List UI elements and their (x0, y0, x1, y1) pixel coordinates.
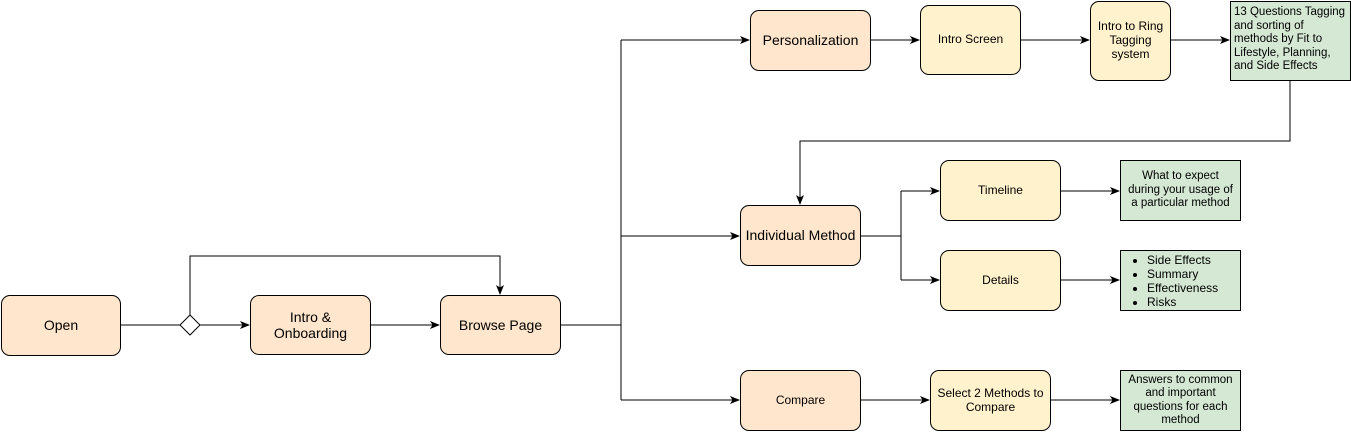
edge-individual-branch (860, 191, 902, 280)
details-list: Side Effects Summary Effectiveness Risks (1121, 253, 1218, 309)
timeline-note: What to expect during your usage of a pa… (1120, 160, 1241, 221)
edge-questions-to-individual (796, 80, 1291, 205)
intro-onboarding-label: Intro & Onboarding (273, 308, 348, 341)
list-item: Effectiveness (1147, 281, 1218, 295)
personalization-label: Personalization (762, 32, 859, 49)
intro-ring-node: Intro to Ring Tagging system (1090, 1, 1171, 81)
decision-diamond (179, 314, 201, 336)
intro-screen-node: Intro Screen (920, 5, 1021, 75)
details-list-note: Side Effects Summary Effectiveness Risks (1120, 250, 1241, 311)
details-label: Details (982, 272, 1019, 287)
open-node: Open (1, 295, 121, 356)
individual-method-node: Individual Method (740, 205, 861, 266)
open-label: Open (43, 317, 79, 334)
browse-page-label: Browse Page (458, 316, 543, 333)
edge-decision-to-browse (189, 255, 504, 315)
edge-browse-trunk (560, 40, 622, 400)
questions-note: 13 Questions Tagging and sorting of meth… (1230, 1, 1351, 81)
list-item: Summary (1147, 267, 1218, 281)
browse-page-node: Browse Page (440, 295, 561, 355)
select-methods-node: Select 2 Methods to Compare (930, 370, 1051, 431)
timeline-note-label: What to expect during your usage of a pa… (1128, 170, 1233, 210)
select-methods-label: Select 2 Methods to Compare (937, 385, 1044, 414)
compare-node: Compare (740, 370, 861, 431)
answers-label: Answers to common and important question… (1128, 373, 1233, 427)
compare-label: Compare (775, 392, 826, 407)
details-node: Details (940, 250, 1061, 311)
intro-ring-label: Intro to Ring Tagging system (1097, 19, 1164, 61)
list-item: Side Effects (1147, 253, 1218, 267)
timeline-node: Timeline (940, 160, 1061, 221)
answers-note: Answers to common and important question… (1120, 370, 1241, 431)
timeline-label: Timeline (978, 182, 1023, 197)
intro-screen-label: Intro Screen (937, 32, 1004, 47)
intro-onboarding-node: Intro & Onboarding (250, 295, 371, 355)
personalization-node: Personalization (750, 10, 871, 71)
list-item: Risks (1147, 295, 1218, 309)
questions-label: 13 Questions Tagging and sorting of meth… (1234, 6, 1346, 72)
individual-method-label: Individual Method (745, 227, 856, 244)
